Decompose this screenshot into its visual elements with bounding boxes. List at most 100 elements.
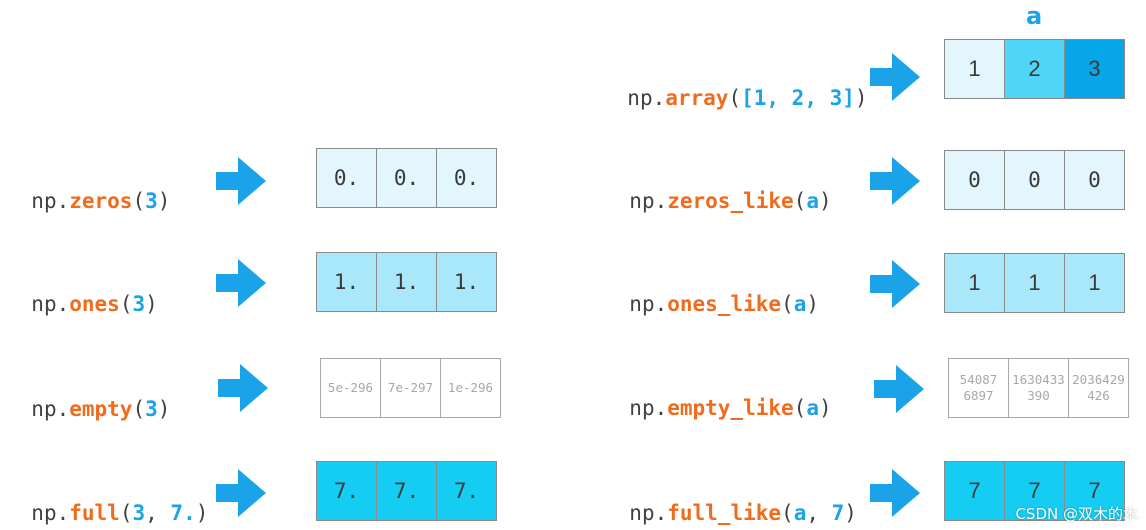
array-cell: 1. (317, 253, 377, 311)
function-name: empty (69, 397, 133, 421)
empty-result: 5e-296 7e-297 1e-296 (320, 358, 501, 418)
right-arrow-icon (216, 469, 266, 517)
array-cell: 5e-296 (321, 359, 381, 417)
np-prefix: np. (629, 292, 668, 316)
np-prefix: np. (627, 86, 666, 110)
array-cell: 0. (437, 149, 496, 207)
code-np-full: np.full(3, 7.) (6, 482, 208, 524)
function-name: ones (69, 292, 120, 316)
array-cell: 1630433 390 (1009, 359, 1069, 417)
cell-line: 1630433 (1012, 372, 1065, 388)
np-prefix: np. (31, 292, 70, 316)
argument: a (806, 189, 819, 213)
function-name: empty_like (667, 396, 794, 420)
ones-result: 1. 1. 1. (316, 252, 497, 312)
np-prefix: np. (31, 501, 70, 525)
open-paren: ( (132, 189, 146, 213)
close-paren: ) (195, 501, 209, 525)
zeros-result: 0. 0. 0. (316, 148, 497, 208)
argument: 7 (831, 501, 845, 525)
array-a-label: a (1026, 2, 1043, 30)
argument: 3 (145, 397, 158, 421)
comma: , (806, 501, 832, 525)
function-name: full_like (667, 501, 782, 525)
full-result: 7. 7. 7. (316, 461, 497, 521)
cell-line: 6897 (963, 388, 994, 403)
array-cell: 1 (945, 254, 1005, 312)
np-prefix: np. (629, 396, 668, 420)
empty-like-result: 54087 6897 1630433 390 2036429 426 (948, 358, 1129, 418)
open-paren: ( (793, 189, 807, 213)
argument: 3 (132, 292, 146, 316)
open-paren: ( (119, 501, 133, 525)
cell-line: 2036429 (1072, 372, 1125, 388)
right-arrow-icon (870, 53, 920, 101)
open-paren: ( (781, 292, 794, 316)
code-np-ones: np.ones(3) (6, 273, 158, 316)
array-cell: 0 (1005, 151, 1065, 209)
right-arrow-icon (874, 365, 924, 413)
array-cell: 7. (377, 462, 437, 520)
function-name: zeros_like (667, 189, 794, 213)
right-arrow-icon (870, 469, 920, 517)
function-name: ones_like (667, 292, 782, 316)
code-np-empty: np.empty(3) (6, 378, 170, 420)
array-cell: 7 (1005, 462, 1065, 520)
array-cell: 3 (1065, 40, 1124, 98)
close-paren: ) (818, 189, 832, 213)
array-cell: 0 (945, 151, 1005, 209)
right-arrow-icon (218, 364, 268, 412)
np-prefix: np. (31, 189, 70, 213)
code-np-full-like: np.full_like(a, 7) (604, 482, 857, 524)
code-np-ones-like: np.ones_like(a) (604, 273, 819, 315)
cell-line: 54087 (959, 372, 998, 388)
right-arrow-icon (216, 259, 266, 307)
open-paren: ( (793, 396, 807, 420)
array-cell: 1 (945, 40, 1005, 98)
array-cell: 0 (1065, 151, 1124, 209)
close-paren: ) (854, 86, 868, 110)
array-cell: 2036429 426 (1069, 359, 1128, 417)
argument: 3 (132, 501, 146, 525)
array-cell: 7 (1065, 462, 1124, 520)
array-a-result: 1 2 3 (944, 39, 1125, 99)
np-prefix: np. (31, 397, 70, 421)
right-arrow-icon (216, 157, 266, 205)
open-paren: ( (132, 397, 146, 421)
ones-like-result: 1 1 1 (944, 253, 1125, 313)
close-paren: ) (157, 397, 171, 421)
watermark: CSDN @双木的木 (1015, 505, 1138, 523)
array-cell: 1. (437, 253, 496, 311)
open-paren: ( (781, 501, 794, 525)
argument: 3 (145, 189, 158, 213)
array-cell: 7 (945, 462, 1005, 520)
full-like-result: 7 7 7 (944, 461, 1125, 521)
function-name: zeros (69, 189, 133, 213)
code-np-zeros-like: np.zeros_like(a) (604, 170, 832, 213)
array-cell: 7. (317, 462, 377, 520)
argument: a (793, 501, 807, 525)
array-cell: 1 (1005, 254, 1065, 312)
open-paren: ( (728, 86, 742, 110)
array-cell: 2 (1005, 40, 1065, 98)
code-np-empty-like: np.empty_like(a) (604, 377, 831, 420)
argument: a (793, 292, 807, 316)
close-paren: ) (806, 292, 819, 316)
array-cell: 1. (377, 253, 437, 311)
array-cell: 1e-296 (447, 380, 494, 396)
cell-line: 390 (1027, 388, 1050, 403)
np-prefix: np. (629, 189, 668, 213)
close-paren: ) (157, 189, 171, 213)
open-paren: ( (119, 292, 133, 316)
array-cell: 0. (317, 149, 377, 207)
array-cell: 7. (437, 462, 496, 520)
argument: [1, 2, 3] (741, 86, 855, 110)
function-name: array (665, 86, 729, 110)
array-cell: 0. (377, 149, 437, 207)
np-prefix: np. (629, 501, 668, 525)
array-cell: 1 (1065, 254, 1124, 312)
cell-line: 426 (1087, 388, 1110, 403)
close-paren: ) (145, 292, 158, 316)
right-arrow-icon (870, 157, 920, 205)
argument: a (806, 396, 819, 420)
